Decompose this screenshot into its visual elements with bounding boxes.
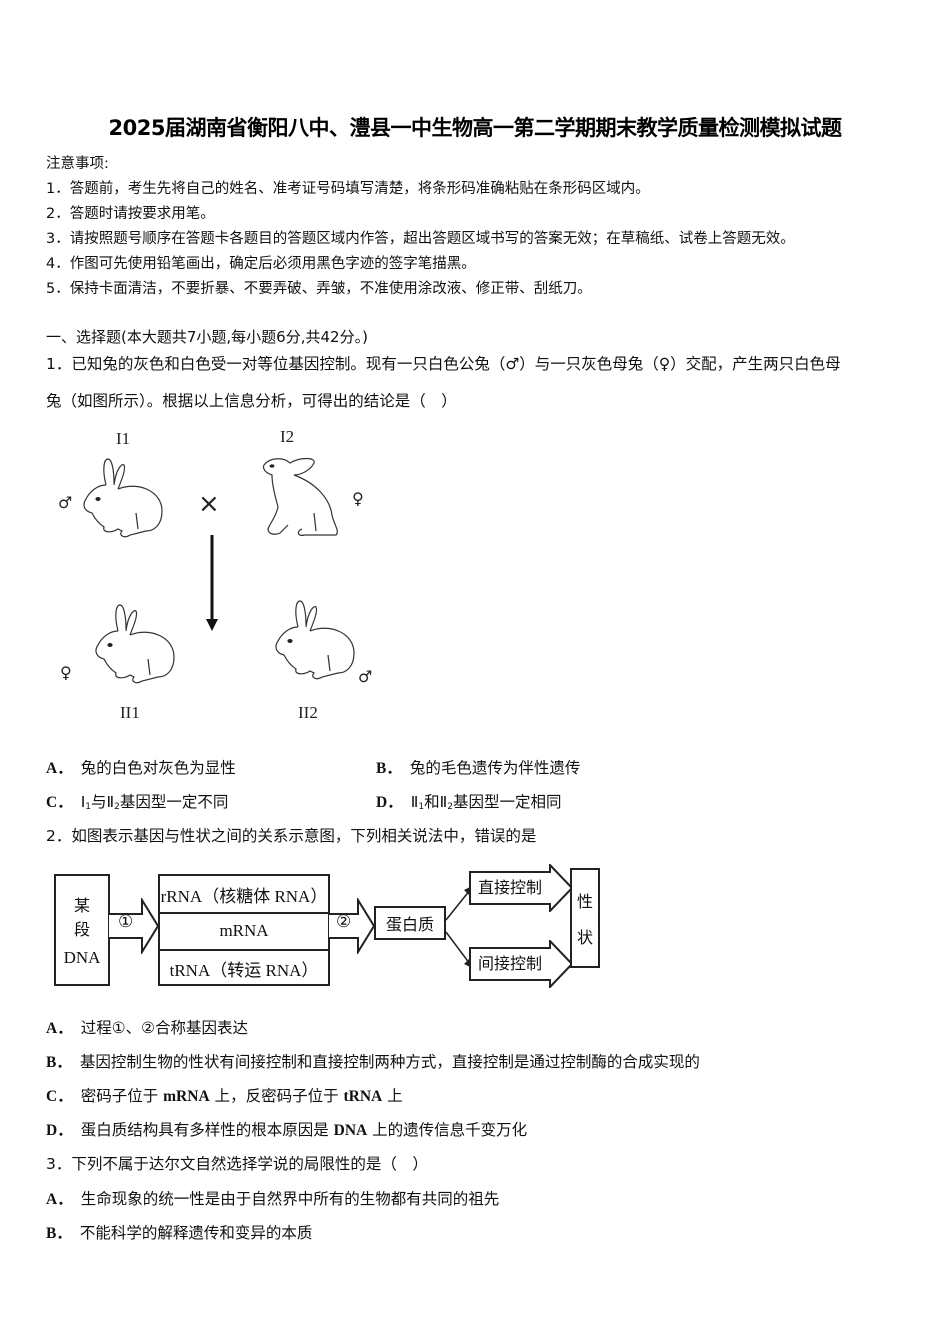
dna-box: 某 段 DNA: [54, 874, 110, 986]
option-text: 密码子位于: [80, 1087, 164, 1105]
option-d[interactable]: D． 蛋白质结构具有多样性的根本原因是 DNA 上的遗传信息千变万化: [46, 1118, 527, 1140]
dna-box-text: 段: [73, 920, 90, 939]
trait-box: 性 状: [570, 868, 600, 968]
option-text: 和Ⅱ: [424, 793, 448, 811]
option-text: 基因控制生物的性状有间接控制和直接控制两种方式，直接控制是通过控制酶的合成实现的: [79, 1053, 700, 1071]
rabbit-icon: [275, 600, 355, 680]
subscript: 2: [447, 802, 453, 812]
trait-text: 状: [576, 928, 593, 947]
option-b[interactable]: B． 不能科学的解释遗传和变异的本质: [46, 1221, 312, 1243]
gene-trait-diagram: 某 段 DNA ① rRNA（核糖体 RNA） mRNA tRNA（转运 RNA…: [50, 860, 610, 990]
option-term: DNA: [333, 1122, 368, 1139]
rabbit-icon: [95, 604, 175, 684]
option-text: 兔的白色对灰色为显性: [80, 759, 236, 777]
option-text: 过程①、②合称基因表达: [80, 1019, 248, 1037]
option-c[interactable]: C． 密码子位于 mRNA 上，反密码子位于 tRNA 上: [46, 1084, 403, 1106]
question-text: 如图表示基因与性状之间的关系示意图，下列相关说法中，错误的是: [71, 827, 537, 845]
direct-control-label: 直接控制: [478, 878, 543, 897]
label-II2: II2: [298, 703, 318, 722]
label-II1: II1: [120, 703, 140, 722]
cross-symbol-icon: ×: [198, 489, 220, 519]
option-text: 上: [382, 1087, 403, 1105]
option-text: 生命现象的统一性是由于自然界中所有的生物都有共同的祖先: [80, 1190, 500, 1208]
question-number: 3．: [46, 1155, 72, 1173]
rabbit-cross-figure: I1 I2 II1 II2 ♂ ♀ ♀ ♂ ×: [50, 425, 390, 725]
male-symbol-icon: ♂: [358, 667, 373, 686]
option-text: 蛋白质结构具有多样性的根本原因是: [80, 1121, 334, 1139]
mrna-row: mRNA: [160, 913, 328, 951]
step-1-marker: ①: [118, 912, 134, 932]
notice-heading: 注意事项:: [46, 156, 109, 172]
option-text: 基因型一定相同: [452, 793, 562, 811]
subscript: 1: [418, 802, 425, 812]
subscript: 1: [85, 802, 92, 812]
direct-control-arrow: [469, 864, 574, 912]
question-2-text: 2．如图表示基因与性状之间的关系示意图，下列相关说法中，错误的是: [46, 824, 536, 846]
female-symbol-icon: ♀: [60, 663, 72, 682]
option-b[interactable]: B． 兔的毛色遗传为伴性遗传: [376, 756, 580, 778]
option-label: A．: [46, 1191, 73, 1208]
rrna-row: rRNA（核糖体 RNA）: [160, 876, 328, 914]
option-c[interactable]: C． Ⅰ1与Ⅱ2基因型一定不同: [46, 790, 228, 812]
option-text: 基因型一定不同: [119, 793, 229, 811]
dna-box-text: 某: [73, 896, 90, 915]
option-term: tRNA: [343, 1088, 383, 1105]
option-label: D．: [376, 794, 403, 811]
question-text: 已知兔的灰色和白色受一对等位基因控制。现有一只白色公兔（♂）与一只灰色母兔（♀）…: [71, 355, 841, 373]
label-I2: I2: [280, 427, 295, 446]
rna-box: rRNA（核糖体 RNA） mRNA tRNA（转运 RNA）: [158, 874, 330, 986]
label-I1: I1: [116, 429, 131, 448]
question-1-line1: 1．已知兔的灰色和白色受一对等位基因控制。现有一只白色公兔（♂）与一只灰色母兔（…: [46, 352, 841, 374]
indirect-control-label: 间接控制: [478, 954, 543, 973]
trna-row: tRNA（转运 RNA）: [169, 960, 319, 980]
trait-text: 性: [576, 892, 593, 911]
option-a[interactable]: A． 生命现象的统一性是由于自然界中所有的生物都有共同的祖先: [46, 1187, 499, 1209]
option-a[interactable]: A． 过程①、②合称基因表达: [46, 1016, 248, 1038]
option-label: B．: [46, 1225, 72, 1242]
option-label: D．: [46, 1122, 73, 1139]
option-text: 与Ⅱ: [91, 793, 115, 811]
option-text: 上，反密码子位于: [209, 1087, 344, 1105]
option-b[interactable]: B． 基因控制生物的性状有间接控制和直接控制两种方式，直接控制是通过控制酶的合成实…: [46, 1050, 700, 1072]
option-label: C．: [46, 794, 73, 811]
notice-item: 5．保持卡面清洁，不要折暴、不要弄破、弄皱，不准使用涂改液、修正带、刮纸刀。: [46, 281, 592, 297]
notice-item: 4．作图可先使用铅笔画出，确定后必须用黑色字迹的签字笔描黑。: [46, 256, 476, 272]
rabbit-icon: [83, 458, 163, 538]
indirect-control-arrow: [469, 940, 574, 988]
male-symbol-icon: ♂: [58, 493, 73, 512]
option-text: 兔的毛色遗传为伴性遗传: [409, 759, 581, 777]
section-heading: 一、选择题(本大题共7小题,每小题6分,共42分。): [46, 328, 368, 346]
notice-item: 2．答题时请按要求用笔。: [46, 206, 215, 222]
protein-box: 蛋白质: [374, 906, 446, 940]
female-symbol-icon: ♀: [352, 489, 364, 508]
arrow-down-icon: [206, 535, 218, 631]
option-text: Ⅱ: [410, 793, 419, 811]
question-number: 2．: [46, 827, 72, 845]
option-d[interactable]: D． Ⅱ1和Ⅱ2基因型一定相同: [376, 790, 561, 812]
option-text: Ⅰ: [80, 793, 86, 811]
question-number: 1．: [46, 355, 72, 373]
page-title: 2025届湖南省衡阳八中、澧县一中生物高一第二学期期末教学质量检测模拟试题: [108, 116, 842, 140]
option-label: A．: [46, 760, 73, 777]
option-text: 上的遗传信息千变万化: [367, 1121, 528, 1139]
option-term: mRNA: [163, 1088, 210, 1105]
option-a[interactable]: A． 兔的白色对灰色为显性: [46, 756, 236, 778]
option-label: C．: [46, 1088, 73, 1105]
option-text: 不能科学的解释遗传和变异的本质: [79, 1224, 313, 1242]
block-arrow-icon: [108, 898, 160, 954]
question-1-line2: 兔（如图所示）。根据以上信息分析，可得出的结论是（ ）: [46, 392, 457, 410]
notice-item: 1．答题前，考生先将自己的姓名、准考证号码填写清楚，将条形码准确粘贴在条形码区域…: [46, 181, 650, 197]
rabbit-icon: [262, 457, 338, 536]
step-2-marker: ②: [336, 912, 352, 932]
question-text: 下列不属于达尔文自然选择学说的局限性的是（ ）: [71, 1155, 428, 1173]
option-label: B．: [46, 1054, 72, 1071]
option-label: A．: [46, 1020, 73, 1037]
dna-box-text: DNA: [63, 948, 101, 967]
block-arrow-icon: [328, 898, 376, 954]
option-label: B．: [376, 760, 402, 777]
notice-item: 3．请按照题号顺序在答题卡各题目的答题区域内作答，超出答题区域书写的答案无效；在…: [46, 231, 795, 247]
subscript: 2: [114, 802, 120, 812]
question-3-text: 3．下列不属于达尔文自然选择学说的局限性的是（ ）: [46, 1152, 428, 1174]
